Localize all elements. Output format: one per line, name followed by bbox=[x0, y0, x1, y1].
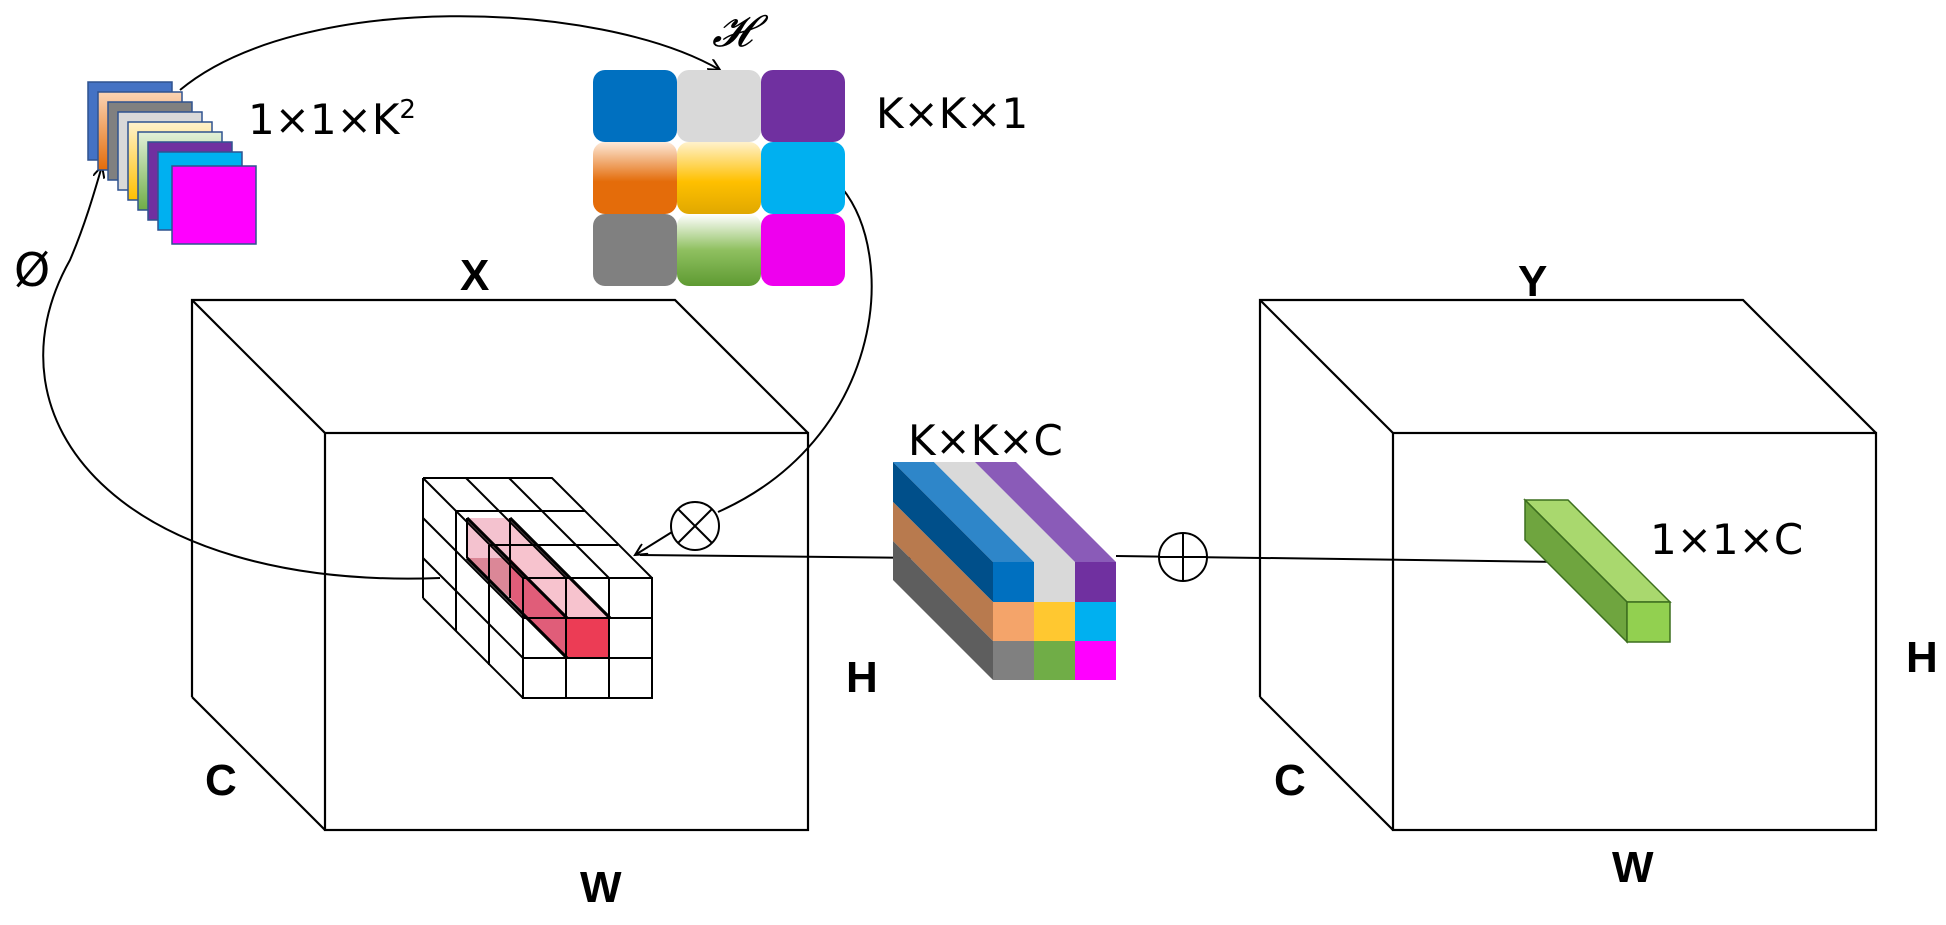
y-label: Y bbox=[1518, 257, 1547, 306]
x-c-label: C bbox=[205, 756, 237, 805]
x-h-label: H bbox=[846, 653, 878, 702]
x-patch bbox=[422, 477, 653, 699]
phi-shape-label: 1×1×K2 bbox=[248, 95, 416, 144]
multiply-operator bbox=[670, 501, 720, 551]
arc-h-to-multiply bbox=[717, 187, 873, 513]
y-cube bbox=[1258, 298, 1878, 832]
arrow-multiply-to-patch bbox=[635, 531, 673, 555]
kkc-label: K×K×C bbox=[908, 416, 1063, 465]
h-kernel-grid bbox=[593, 70, 845, 286]
output-shape-label: 1×1×C bbox=[1650, 515, 1803, 564]
y-h-label: H bbox=[1906, 633, 1938, 682]
x-cube bbox=[190, 298, 810, 832]
y-c-label: C bbox=[1274, 756, 1306, 805]
h-shape-label: K×K×1 bbox=[876, 89, 1028, 138]
y-w-label: W bbox=[1612, 843, 1654, 892]
add-operator bbox=[1158, 532, 1208, 582]
h-symbol: 𝓗 bbox=[712, 6, 769, 57]
kkc-block bbox=[893, 462, 1116, 680]
phi-stack bbox=[87, 81, 257, 245]
output-vector bbox=[1523, 498, 1672, 644]
x-w-label: W bbox=[580, 863, 622, 912]
arc-x-to-phi bbox=[42, 166, 441, 580]
phi-loop bbox=[42, 15, 873, 580]
phi-symbol: Ø bbox=[14, 243, 50, 297]
arc-phi-to-h bbox=[179, 15, 720, 91]
x-label: X bbox=[460, 251, 489, 300]
arrow-patch-to-block bbox=[639, 555, 930, 558]
